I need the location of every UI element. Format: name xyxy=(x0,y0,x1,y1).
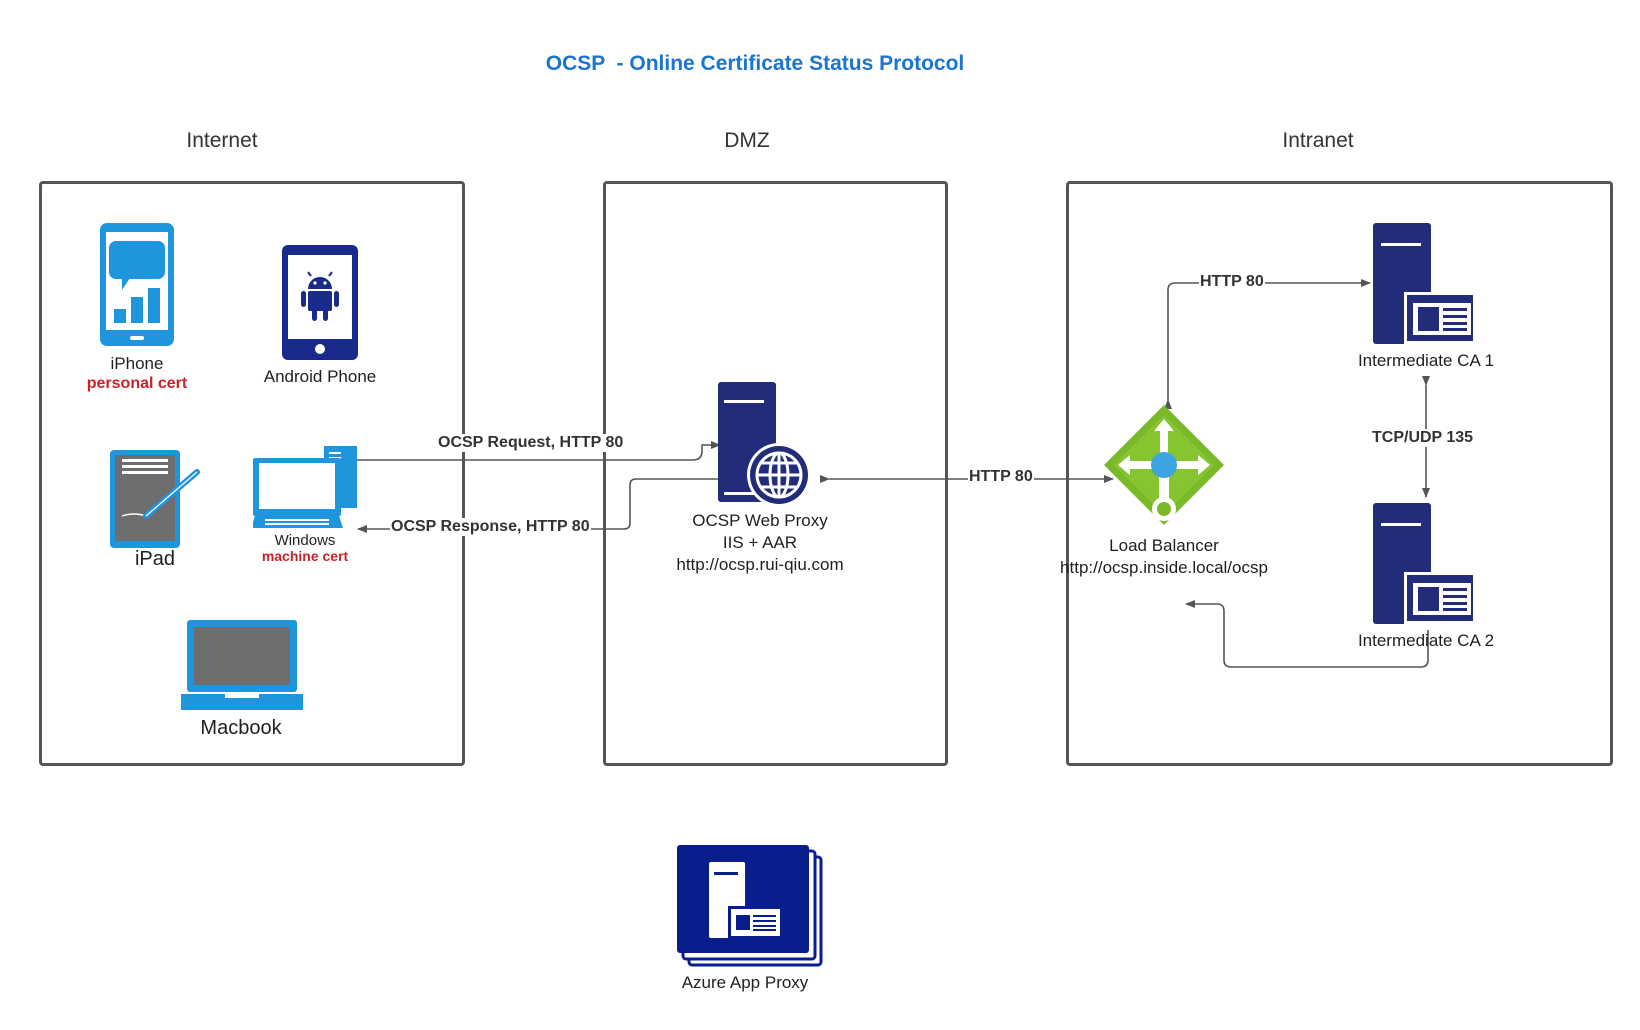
edge-label-request: OCSP Request, HTTP 80 xyxy=(437,434,625,452)
windows-label: Windows xyxy=(274,532,336,549)
zone-label-intranet: Intranet xyxy=(1282,129,1354,152)
iphone-label: iPhone xyxy=(110,354,164,373)
load-balancer-url-label: http://ocsp.inside.local/ocsp xyxy=(1060,558,1268,577)
macbook-label: Macbook xyxy=(200,717,282,739)
android-phone-icon xyxy=(282,245,358,360)
windows-desktop-icon xyxy=(253,446,357,528)
web-proxy-server-icon xyxy=(718,382,811,504)
zone-label-dmz: DMZ xyxy=(724,129,770,152)
zone-internet xyxy=(39,181,465,766)
ca2-lb-connector xyxy=(1185,600,1429,668)
edge-label-ca-sync: TCP/UDP 135 xyxy=(1371,429,1475,447)
intermediate-ca1-label: Intermediate CA 1 xyxy=(1357,351,1495,370)
zone-intranet xyxy=(1066,181,1613,766)
web-proxy-url-label: http://ocsp.rui-qiu.com xyxy=(676,555,844,574)
windows-cert-label: machine cert xyxy=(261,548,349,564)
edge-label-lb-ca1: HTTP 80 xyxy=(1199,273,1265,291)
edge-label-response: OCSP Response, HTTP 80 xyxy=(390,518,591,536)
response-connector xyxy=(357,478,726,533)
iphone-icon xyxy=(100,223,174,346)
load-balancer-icon xyxy=(1104,405,1224,525)
web-proxy-stack-label: IIS + AAR xyxy=(722,533,798,552)
zone-dmz xyxy=(603,181,948,766)
diagram-title: OCSP - Online Certificate Status Protoco… xyxy=(545,52,965,75)
intermediate-ca2-label: Intermediate CA 2 xyxy=(1357,631,1495,650)
edge-label-dmz-lb: HTTP 80 xyxy=(968,468,1034,486)
zone-label-internet: Internet xyxy=(186,129,258,152)
iphone-cert-label: personal cert xyxy=(86,375,188,392)
intermediate-ca2-server-icon xyxy=(1373,503,1476,624)
android-phone-label: Android Phone xyxy=(263,367,377,386)
web-proxy-name-label: OCSP Web Proxy xyxy=(692,511,828,530)
ipad-icon xyxy=(110,450,200,548)
lb-ca1-connector xyxy=(1164,279,1371,409)
request-connector xyxy=(356,441,721,461)
macbook-icon xyxy=(181,620,303,710)
load-balancer-name-label: Load Balancer xyxy=(1109,536,1219,555)
azure-app-proxy-icon xyxy=(677,845,823,967)
ipad-label: iPad xyxy=(134,548,176,570)
azure-app-proxy-label: Azure App Proxy xyxy=(681,973,809,992)
intermediate-ca1-server-icon xyxy=(1373,223,1476,344)
